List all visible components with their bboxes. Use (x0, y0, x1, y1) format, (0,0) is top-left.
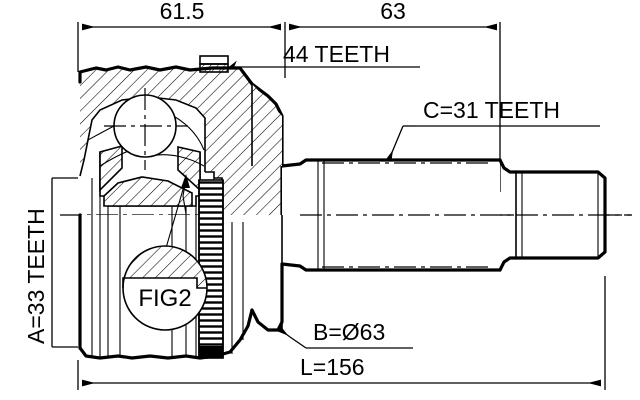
shaft-shoulder-fill (282, 160, 312, 270)
label-b-diameter-text: B=Ø63 (313, 319, 385, 345)
inner-race-section-hatch (104, 177, 192, 206)
dimension-61-5-text: 61.5 (160, 0, 205, 24)
cage-arm-right-outline (177, 145, 201, 192)
output-shaft (280, 158, 632, 272)
fig2-bubble-circle (122, 245, 208, 331)
cv-joint-housing (78, 55, 284, 217)
spline-block-hatch (200, 64, 228, 72)
label-b-diameter: B=Ø63 (275, 319, 413, 349)
dimension-61-5: 61.5 (77, 0, 286, 78)
inner-race-section-outline (103, 176, 193, 207)
detail-bubble-fig2: FIG2 (122, 185, 208, 331)
shaft-neck-top (498, 158, 518, 174)
housing-ur-hatch (252, 84, 282, 166)
housing-outer-profile (78, 65, 284, 217)
boot-lower-profile (78, 308, 254, 360)
housing-section-upper-hatch (80, 67, 282, 215)
shaft-shoulder-bottom (280, 262, 314, 272)
label-44-teeth-text: 44 TEETH (283, 41, 390, 67)
spline-block-top-fill (200, 56, 228, 64)
cage-arm-left-outline (99, 144, 123, 192)
shaft-neck-bottom (498, 256, 518, 272)
spline-block-bottom (199, 63, 229, 73)
housing-upper-right-hatch (251, 84, 282, 166)
fig2-bubble-label: FIG2 (138, 285, 191, 312)
housing-lower-right-section (250, 215, 284, 332)
label-c31-teeth-text: C=31 TEETH (423, 97, 560, 123)
dimension-63-text: 63 (380, 0, 406, 24)
housing-lr-fill (252, 215, 282, 330)
label-44-teeth: 44 TEETH (226, 41, 420, 74)
internal-leader-arrow (181, 174, 190, 188)
label-a33-teeth: A=33 TEETH (23, 177, 78, 348)
label-c31-teeth: C=31 TEETH (384, 97, 600, 164)
label-a33-teeth-text: A=33 TEETH (23, 208, 49, 344)
dimension-total-length-text: L=156 (300, 354, 365, 380)
dimension-total-length: L=156 (77, 276, 606, 390)
fig2-leader-line (165, 185, 185, 249)
shaft-shoulder-top (280, 158, 314, 168)
housing-inner-contour (79, 96, 206, 177)
abs-tone-ring-base (199, 346, 223, 358)
